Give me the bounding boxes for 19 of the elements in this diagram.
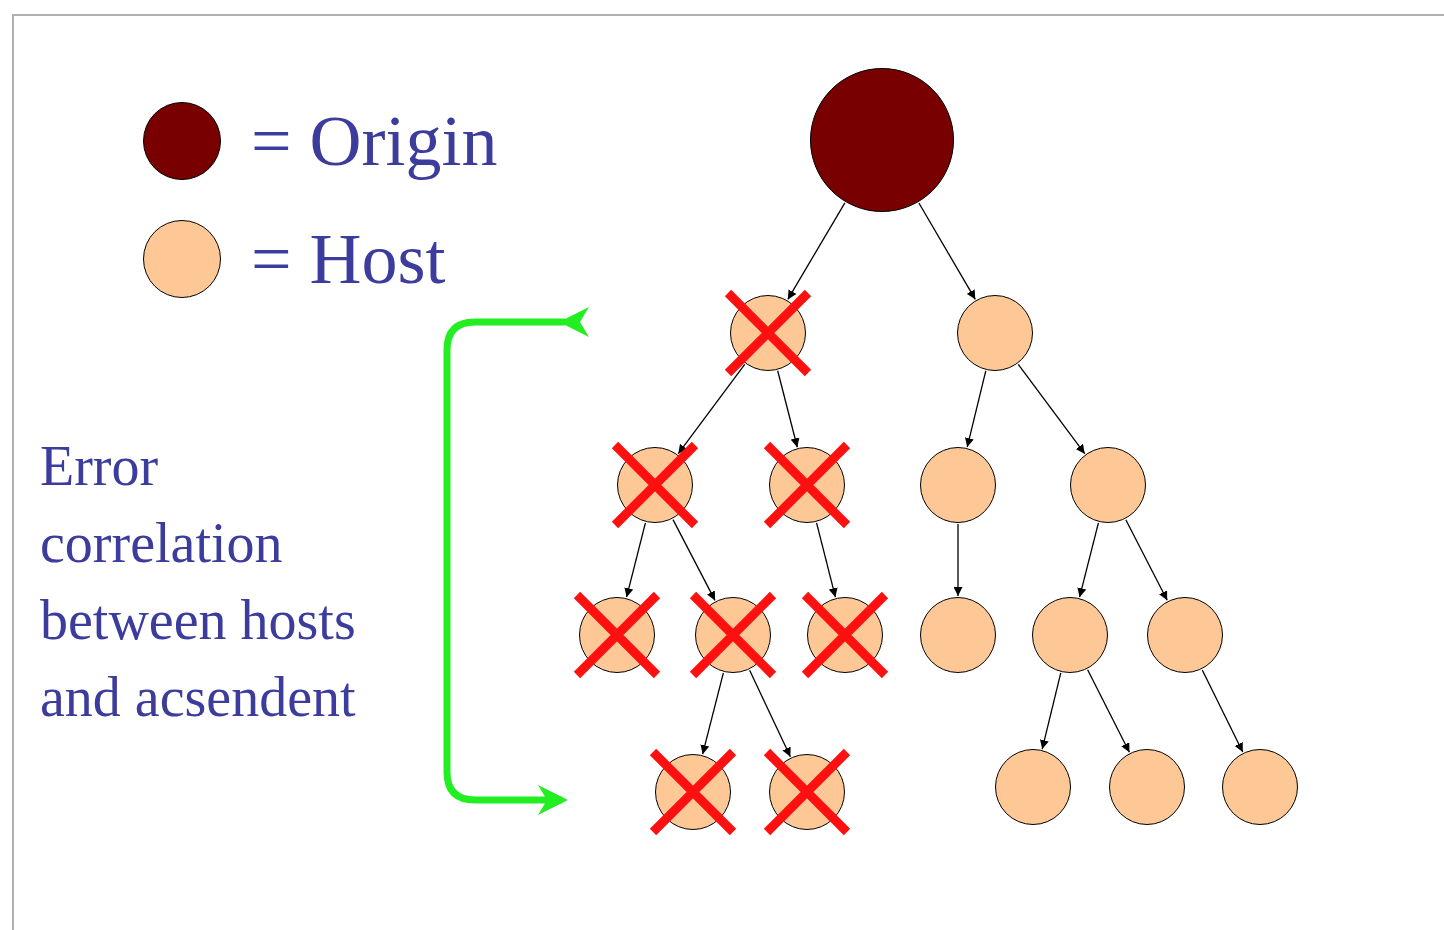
- arrow: [1086, 669, 1131, 753]
- arrow: [815, 522, 838, 598]
- arrow: [749, 669, 791, 758]
- arrow: [777, 370, 800, 448]
- arrow: [787, 202, 846, 301]
- arrow: [700, 672, 724, 755]
- arrow: [965, 370, 987, 448]
- arrow: [1017, 363, 1086, 455]
- note-text: Error correlation between hosts and acsendent: [40, 434, 357, 730]
- arrow: [953, 523, 963, 597]
- arrow: [918, 202, 976, 300]
- arrow: [1125, 519, 1168, 601]
- arrow: [624, 522, 647, 598]
- arrow: [1201, 669, 1244, 753]
- arrow: [677, 363, 746, 455]
- arrow: [1040, 672, 1062, 750]
- legend-text: = Host: [251, 223, 446, 295]
- arrow: [1077, 522, 1100, 598]
- arrow: [672, 518, 716, 602]
